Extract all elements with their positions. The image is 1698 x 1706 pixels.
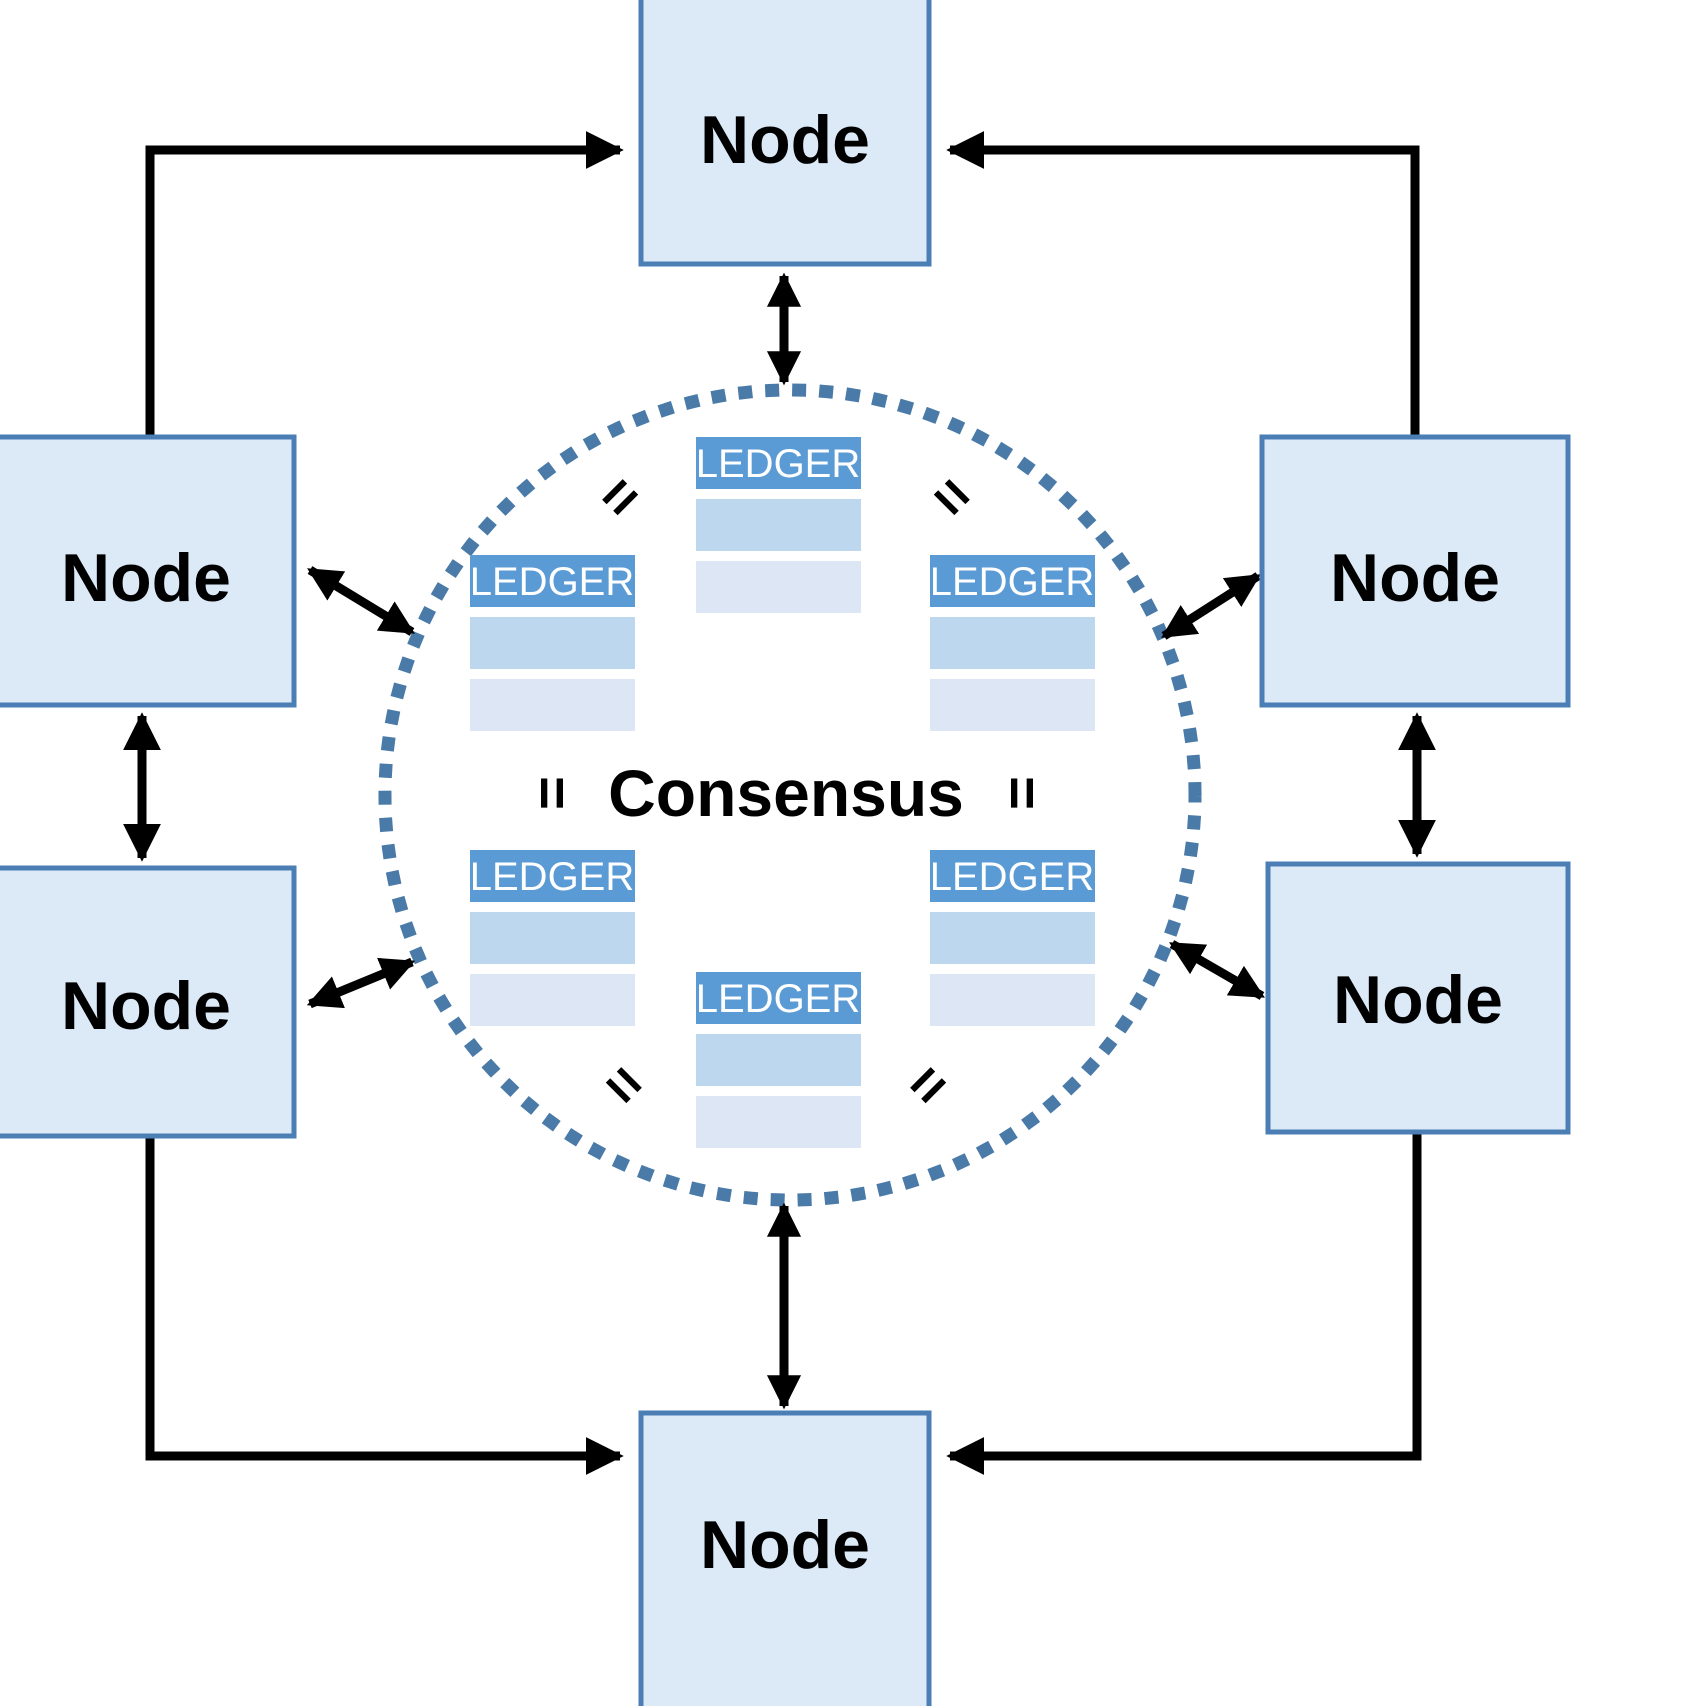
ledger-row-2 (470, 912, 635, 964)
node-top-box[interactable] (638, 0, 932, 267)
ledger-row-2 (696, 499, 861, 551)
node-right-lower-label: Node (1333, 962, 1503, 1038)
node-bottom-box[interactable] (638, 1410, 932, 1706)
ledger-header-label: LEDGER (696, 442, 861, 486)
node-right-upper[interactable]: Node (1259, 434, 1571, 708)
spoke-right-upper (1161, 572, 1261, 640)
node-left-upper-label: Node (61, 540, 231, 616)
ledger-row-2 (696, 1034, 861, 1086)
connector-left-upper-to-top (145, 131, 624, 437)
connector-right-upper-to-top (946, 131, 1420, 437)
ledger-stack-upper-left[interactable]: LEDGER (470, 555, 635, 731)
ledger-stack-upper-right[interactable]: LEDGER (930, 555, 1095, 731)
ledger-row-3 (930, 679, 1095, 731)
node-top[interactable]: Node (638, 0, 932, 267)
ledger-header-label: LEDGER (930, 855, 1095, 899)
ledger-stack-lower-left[interactable]: LEDGER (470, 850, 635, 1026)
eq-bottom-right-icon: = (893, 1050, 963, 1120)
ledger-row-2 (930, 912, 1095, 964)
node-left-upper-box[interactable] (0, 434, 297, 708)
node-bottom[interactable]: Node (638, 1410, 932, 1706)
eq-top-left-icon: = (585, 462, 655, 532)
ledger-row-3 (696, 1096, 861, 1148)
node-left-lower-label: Node (61, 968, 231, 1044)
node-right-lower-box[interactable] (1265, 861, 1571, 1135)
ledger-row-3 (930, 974, 1095, 1026)
node-bottom-label: Node (700, 1507, 870, 1583)
ledger-header-bar (696, 437, 861, 489)
connector-right-lower-to-bottom (946, 1132, 1422, 1475)
node-left-upper[interactable]: Node (0, 434, 297, 708)
ledger-header-bar (930, 850, 1095, 902)
spoke-connectors (306, 272, 1265, 1410)
spoke-right-lower (1169, 940, 1265, 1000)
eq-middle-left-icon: = (520, 776, 585, 810)
node-left-lower[interactable]: Node (0, 865, 297, 1139)
ledger-row-3 (470, 679, 635, 731)
ledger-row-2 (930, 617, 1095, 669)
ledger-row-3 (696, 561, 861, 613)
equality-marks: = = = = = = (520, 462, 1055, 1120)
node-left-lower-box[interactable] (0, 865, 297, 1139)
ledger-header-label: LEDGER (696, 977, 861, 1021)
ledger-header-label: LEDGER (470, 560, 635, 604)
ledger-row-3 (470, 974, 635, 1026)
spoke-left-lower (306, 957, 416, 1009)
node-right-upper-label: Node (1330, 540, 1500, 616)
node-boxes: Node Node Node Node Node Node (0, 0, 1571, 1706)
eq-top-right-icon: = (917, 462, 987, 532)
ledger-header-bar (930, 555, 1095, 607)
eq-middle-right-icon: = (990, 776, 1055, 810)
ledger-header-label: LEDGER (470, 855, 635, 899)
node-top-label: Node (700, 102, 870, 178)
spoke-left-upper (307, 566, 415, 636)
eq-bottom-left-icon: = (589, 1050, 659, 1120)
ledger-stack-lower-right[interactable]: LEDGER (930, 850, 1095, 1026)
node-right-lower[interactable]: Node (1265, 861, 1571, 1135)
ledger-stack-top[interactable]: LEDGER (696, 437, 861, 613)
ledger-header-label: LEDGER (930, 560, 1095, 604)
connector-left-lower-to-bottom (145, 1136, 624, 1475)
ledger-header-bar (696, 972, 861, 1024)
ledger-stack-bottom[interactable]: LEDGER (696, 972, 861, 1148)
node-right-upper-box[interactable] (1259, 434, 1571, 708)
ledger-row-2 (470, 617, 635, 669)
consensus-circle (378, 383, 1202, 1207)
consensus-label: Consensus (608, 756, 964, 830)
ledger-header-bar (470, 555, 635, 607)
ledger-stacks: LEDGER LEDGER LEDGER LEDGER (470, 437, 1095, 1148)
outer-ring-connectors (123, 131, 1436, 1475)
ledger-header-bar (470, 850, 635, 902)
